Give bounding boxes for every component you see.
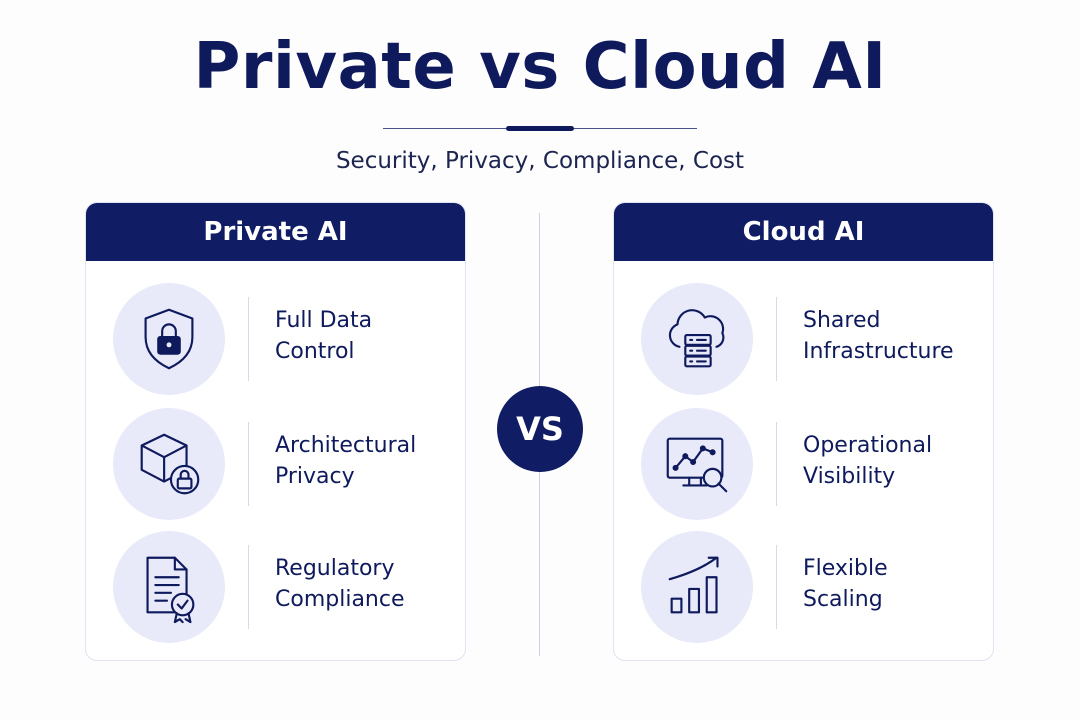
list-item: Regulatory Compliance bbox=[86, 531, 465, 643]
shield-lock-icon bbox=[113, 283, 225, 395]
item-divider bbox=[776, 422, 777, 506]
page-subtitle: Security, Privacy, Compliance, Cost bbox=[335, 148, 745, 174]
item-label: Regulatory Compliance bbox=[275, 556, 405, 612]
item-divider bbox=[248, 297, 249, 381]
item-label: Operational Visibility bbox=[803, 433, 933, 489]
page-title: Private vs Cloud AI bbox=[193, 30, 887, 104]
item-label: Full Data Control bbox=[275, 308, 373, 364]
private-ai-card: Private AI Full Data Control bbox=[85, 202, 466, 661]
item-divider bbox=[248, 545, 249, 629]
item-divider bbox=[248, 422, 249, 506]
item-label: Architectural Privacy bbox=[275, 433, 417, 489]
item-label: Shared Infrastructure bbox=[803, 308, 954, 364]
list-item: Operational Visibility bbox=[614, 408, 993, 520]
private-ai-header: Private AI bbox=[86, 203, 465, 261]
cube-lock-icon bbox=[113, 408, 225, 520]
cloud-server-icon bbox=[641, 283, 753, 395]
list-item: Architectural Privacy bbox=[86, 408, 465, 520]
cloud-ai-header: Cloud AI bbox=[614, 203, 993, 261]
list-item: Flexible Scaling bbox=[614, 531, 993, 643]
list-item: Full Data Control bbox=[86, 283, 465, 395]
item-divider bbox=[776, 297, 777, 381]
title-rule-accent bbox=[506, 126, 574, 131]
cloud-ai-card: Cloud AI Shared Infrastructure bbox=[613, 202, 994, 661]
vs-badge: VS bbox=[497, 386, 583, 472]
document-check-icon bbox=[113, 531, 225, 643]
growth-chart-icon bbox=[641, 531, 753, 643]
item-divider bbox=[776, 545, 777, 629]
list-item: Shared Infrastructure bbox=[614, 283, 993, 395]
item-label: Flexible Scaling bbox=[803, 556, 888, 612]
monitor-search-icon bbox=[641, 408, 753, 520]
